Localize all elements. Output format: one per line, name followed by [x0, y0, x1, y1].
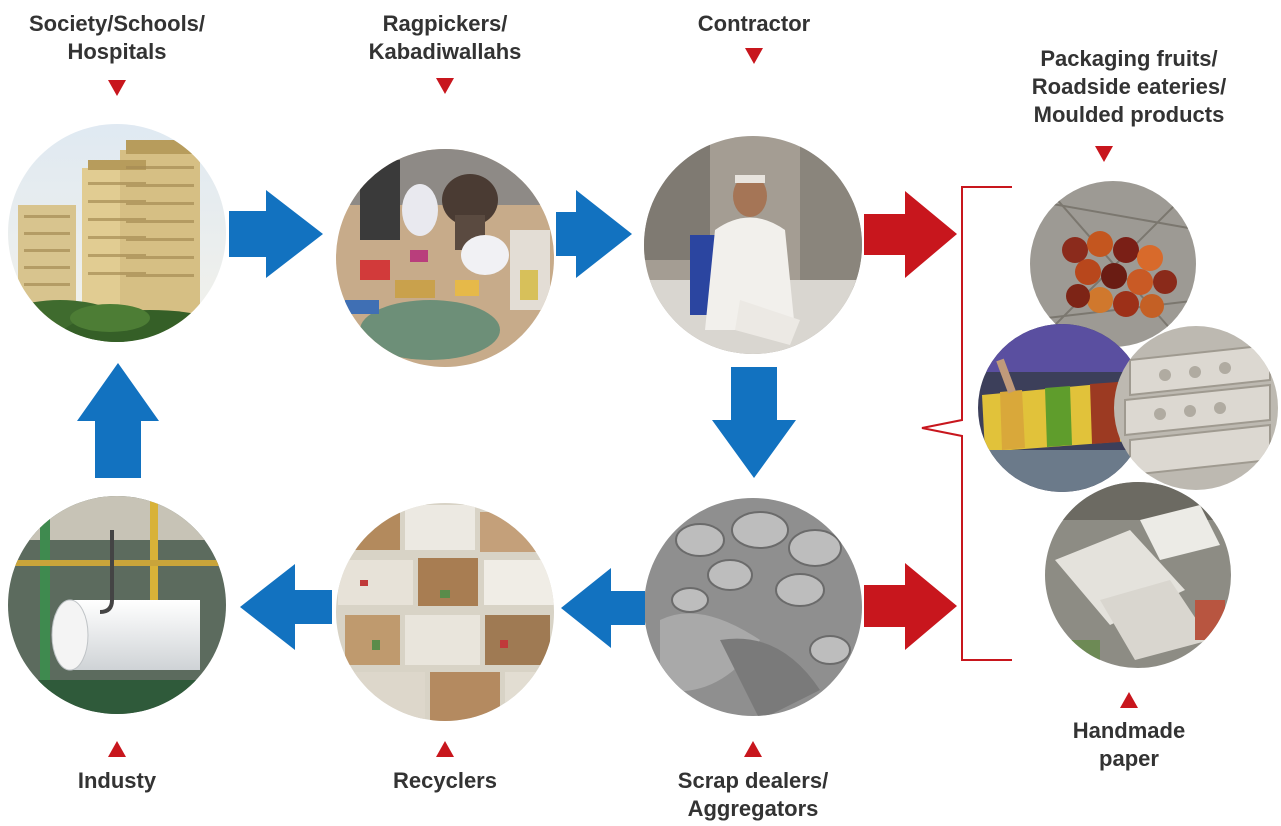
marker-recyclers — [436, 741, 454, 757]
marker-society — [108, 80, 126, 96]
arrow-scrap-to-recyclers — [561, 568, 645, 648]
label-contractor: Contractor — [697, 11, 811, 36]
arrow-ragpickers-to-contractor — [556, 190, 632, 278]
marker-handmade — [1120, 692, 1138, 708]
label-society: Society/Schools/ Hospitals — [28, 11, 206, 64]
output-arrows — [864, 191, 957, 650]
label-industry: Industy — [77, 768, 157, 793]
label-markers — [108, 48, 1138, 757]
output-bracket — [921, 186, 1012, 661]
scrap-dealers-photo — [644, 498, 862, 716]
fruits-photo — [1030, 181, 1196, 347]
arrow-scrap-to-outputs — [864, 563, 957, 650]
label-ragpickers: Ragpickers/ Kabadiwallahs — [368, 11, 522, 64]
marker-packaging — [1095, 146, 1113, 162]
label-scrap-dealers: Scrap dealers/ Aggregators — [677, 768, 829, 821]
industry-photo — [8, 496, 226, 714]
recyclers-photo — [336, 503, 554, 721]
ragpickers-photo — [336, 149, 554, 367]
arrow-contractor-to-scrap — [712, 367, 796, 478]
egg-trays-photo — [1114, 326, 1278, 490]
label-recyclers: Recyclers — [393, 768, 497, 793]
arrow-recyclers-to-industry — [240, 564, 332, 650]
marker-ragpickers — [436, 78, 454, 94]
marker-contractor — [745, 48, 763, 64]
flow-arrows — [77, 190, 796, 650]
marker-scrap — [744, 741, 762, 757]
label-handmade: Handmade paper — [1072, 718, 1186, 771]
contractor-photo — [644, 136, 862, 354]
label-packaging: Packaging fruits/ Roadside eateries/ Mou… — [1031, 46, 1227, 127]
arrow-industry-to-society — [77, 363, 159, 478]
arrow-society-to-ragpickers — [229, 190, 323, 278]
handmade-paper-photo — [1045, 482, 1231, 668]
arrow-contractor-to-outputs — [864, 191, 957, 278]
marker-industry — [108, 741, 126, 757]
society-photo — [8, 124, 226, 342]
